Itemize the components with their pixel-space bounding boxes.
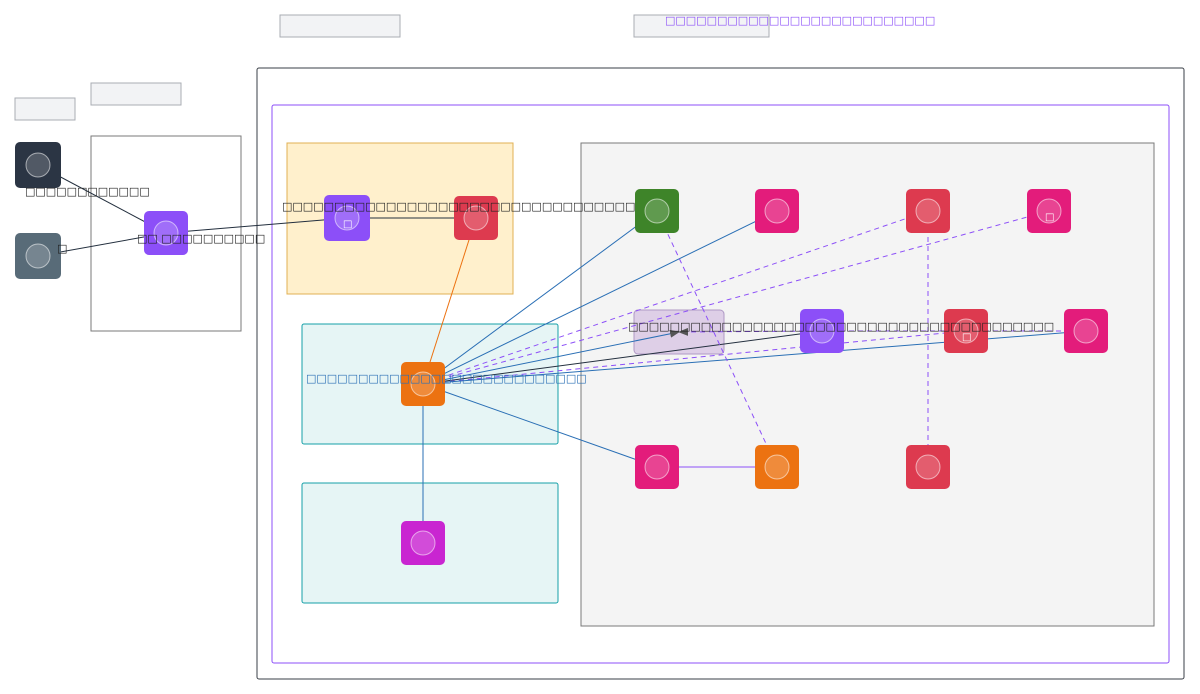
header-placeholder-box-2 (633, 14, 770, 38)
edge-n6-n12 (422, 328, 823, 385)
node-a-label: □□□□□□□□□□□□ (25, 185, 150, 198)
red-round-icon (463, 205, 489, 231)
node-n13[interactable]: □ (944, 309, 988, 353)
node-n6[interactable] (401, 362, 445, 406)
node-n12[interactable] (800, 309, 844, 353)
edge-n6-n13 (422, 327, 967, 385)
edge-n6-n9 (422, 210, 778, 385)
node-f-label: □□□□□□□□□□□□□□□□□□□□□□□□□□□ (306, 372, 587, 385)
edge-n3-n4 (165, 214, 348, 234)
node-n8[interactable] (635, 189, 679, 233)
node-n11[interactable]: □ (1027, 189, 1071, 233)
node-n17[interactable] (906, 445, 950, 489)
orange-round-icon (764, 454, 790, 480)
node-c-label: □□ □□□□□□□□□□ (137, 232, 265, 245)
node-n16[interactable] (755, 445, 799, 489)
edge-n6-n8 (422, 210, 658, 385)
node-n9[interactable] (755, 189, 799, 233)
header-placeholder-box-1 (279, 14, 401, 38)
left-placeholder-box-2 (90, 82, 182, 106)
edge-n6-n15 (422, 383, 658, 468)
green-round-icon (644, 198, 670, 224)
inner-container (271, 104, 1170, 664)
node-glyph: □ (1045, 212, 1054, 223)
node-n1[interactable] (15, 142, 61, 188)
node-n7[interactable] (401, 521, 445, 565)
pink-round-icon (644, 454, 670, 480)
node-b-label: □ (57, 242, 67, 255)
slate-round-icon (25, 243, 51, 269)
edge-n12-label_box (678, 327, 823, 336)
outer-container (256, 67, 1185, 680)
node-glyph: □ (343, 219, 352, 230)
pink-round-icon (764, 198, 790, 224)
red-round-icon (915, 454, 941, 480)
red-round-icon (953, 318, 979, 344)
pink-round-icon (1073, 318, 1099, 344)
node-e-label: □□□□□□□□□□□□□□□□□□□□□□□□□□□□□□□□□□□□□□□□… (628, 320, 1054, 333)
edges-layer (37, 164, 1087, 544)
edge-n6-n10 (422, 210, 929, 385)
magenta-round-icon (410, 530, 436, 556)
node-n14[interactable] (1064, 309, 1108, 353)
left-group (90, 135, 242, 332)
node-n2[interactable] (15, 233, 61, 279)
node-n4[interactable]: □ (324, 195, 370, 241)
purple-round-icon (334, 205, 360, 231)
purple-round-icon (809, 318, 835, 344)
edge-n5-n6 (421, 217, 477, 385)
edge-n6-label_box (422, 329, 680, 385)
edge-n16-n8 (656, 210, 778, 468)
dark-round-icon (25, 152, 51, 178)
orange-round-icon (410, 371, 436, 397)
left-placeholder-box-1 (14, 97, 76, 121)
node-glyph: □ (962, 332, 971, 343)
purple-round-icon (153, 220, 179, 246)
diagram-title: □□□□□□□□□□□□□□□□□□□□□□□□□□ (665, 14, 935, 27)
edge-n6-n11 (422, 209, 1050, 385)
node-n15[interactable] (635, 445, 679, 489)
node-n5[interactable] (454, 196, 498, 240)
node-n10[interactable] (906, 189, 950, 233)
red-round-icon (915, 198, 941, 224)
node-n3[interactable] (144, 211, 188, 255)
nodes-layer: □ □ □ (15, 142, 1108, 565)
node-d-label: □□□□□□□□□□□□□□□□□□□□□□□□□□□□□□□□□□ (282, 200, 635, 213)
pink-round-icon (1036, 198, 1062, 224)
